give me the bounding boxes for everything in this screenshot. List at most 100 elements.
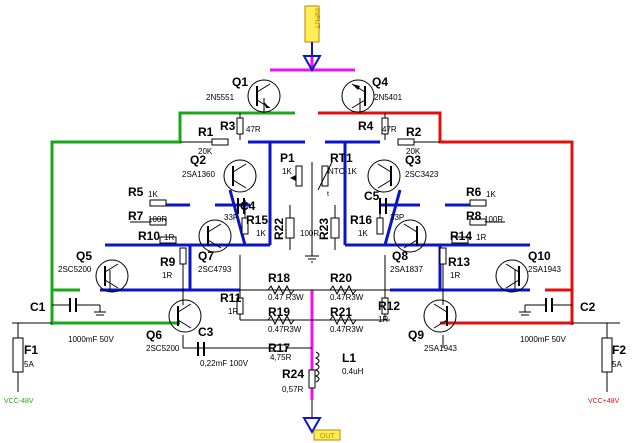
q7-part: 2SC4793 <box>198 265 232 274</box>
resistor-r6: R6 1K <box>466 185 496 207</box>
f1-value: 5A <box>24 360 34 369</box>
resistor-r3: R3 47R <box>220 117 261 135</box>
q4-part: 2N5401 <box>374 93 403 102</box>
c4-value: 33P <box>224 213 238 222</box>
q5-ref: Q5 <box>76 249 92 263</box>
output-port-label: OUT <box>320 433 336 440</box>
thermistor-rt1: RT1 NTC-1K t <box>317 151 358 198</box>
q9-part: 2SA1943 <box>424 344 457 353</box>
r17-ref: R17 <box>268 341 290 355</box>
r5-ref: R5 <box>128 185 144 199</box>
resistor-r13: R13 1R <box>439 247 470 290</box>
resistor-r10: R10 1R <box>138 229 177 244</box>
q1-part: 2N5551 <box>206 93 235 102</box>
r2-ref: R2 <box>406 125 422 139</box>
capacitor-c2: C2 1000mF 50V <box>519 298 596 344</box>
inductor-l1: L1 0.4uH <box>314 351 364 383</box>
r16-value: 1K <box>358 229 368 238</box>
r24-ref: R24 <box>282 367 304 381</box>
c1-value: 1000mF 50V <box>68 335 114 344</box>
r10-ref: R10 <box>138 229 160 243</box>
resistor-r15: R15 1K <box>241 213 268 238</box>
output-port: OUT <box>302 417 341 441</box>
input-port: INPUT <box>302 5 322 73</box>
resistor-r5: R5 1K <box>128 185 167 207</box>
transistor-q5: Q5 2SC5200 <box>58 249 129 293</box>
r15-value: 1K <box>256 229 266 238</box>
resistor-r2: R2 20K <box>397 125 422 156</box>
r3-ref: R3 <box>220 119 236 133</box>
c4-ref: C4 <box>240 199 256 213</box>
transistor-q9: Q9 2SA1943 <box>408 299 457 353</box>
r17-value: 4,75R <box>270 353 292 362</box>
r18-value: 0.47 R3W <box>268 293 304 302</box>
resistor-r22: R22 100R <box>272 217 319 240</box>
vcc-pos-label: VCC+48V <box>588 398 620 405</box>
r4-ref: R4 <box>358 119 374 133</box>
f2-ref: F2 <box>612 343 626 357</box>
resistor-r19: R19 0.47R3W <box>267 305 302 334</box>
r24-value: 0,57R <box>282 385 304 394</box>
r22-value: 100R <box>300 229 319 238</box>
p1-value: 1K <box>282 167 292 176</box>
resistor-r11: R11 1R <box>220 291 244 316</box>
l1-ref: L1 <box>342 351 356 365</box>
r2-value: 20K <box>406 147 421 156</box>
transistor-q4: Q4 2N5401 <box>341 75 403 113</box>
r4-value: 47R <box>382 125 397 134</box>
r18-ref: R18 <box>268 271 290 285</box>
l1-value: 0.4uH <box>342 367 364 376</box>
r19-ref: R19 <box>268 305 290 319</box>
r15-ref: R15 <box>246 213 268 227</box>
c5-value: 33P <box>390 213 404 222</box>
fuse-f2: F2 5A <box>601 337 626 373</box>
transistor-q2: Q2 2SA1360 <box>182 153 257 193</box>
r11-ref: R11 <box>220 291 242 305</box>
resistor-r23: R23 <box>317 217 340 240</box>
r9-value: 1R <box>162 271 172 280</box>
drive-wires <box>100 140 530 292</box>
r14-ref: R14 <box>450 229 472 243</box>
c2-value: 1000mF 50V <box>520 335 566 344</box>
q5-part: 2SC5200 <box>58 265 92 274</box>
c2-ref: C2 <box>580 300 596 314</box>
c3-ref: C3 <box>198 325 214 339</box>
r9-ref: R9 <box>160 255 176 269</box>
q8-ref: Q8 <box>392 249 408 263</box>
r1-ref: R1 <box>198 125 214 139</box>
q6-ref: Q6 <box>146 328 162 342</box>
r21-value: 0.47R3W <box>330 325 364 334</box>
fuse-f1: F1 5A <box>12 337 38 373</box>
capacitor-c3: C3 0,22mF 100V <box>197 325 249 368</box>
c3-value: 0,22mF 100V <box>200 359 249 368</box>
resistor-r7: R7 100R <box>128 209 167 226</box>
c1-ref: C1 <box>30 300 46 314</box>
r21-ref: R21 <box>330 305 352 319</box>
r13-value: 1R <box>450 271 460 280</box>
r1-value: 20K <box>198 147 213 156</box>
rt1-ref: RT1 <box>330 151 353 165</box>
q4-ref: Q4 <box>372 75 388 89</box>
resistor-r16: R16 1K <box>350 213 384 238</box>
resistor-r14: R14 1R <box>450 229 486 244</box>
resistor-r17: R17 4,75R <box>245 341 312 362</box>
q10-part: 2SA1943 <box>528 265 561 274</box>
q6-part: 2SC5200 <box>146 344 180 353</box>
thermal-symbol: t <box>327 191 329 198</box>
r11-value: 1R <box>228 307 238 316</box>
resistor-r18: R18 0.47 R3W <box>267 271 304 302</box>
resistor-r9: R9 1R <box>160 247 187 290</box>
r10-value: 1R <box>164 233 174 242</box>
r5-value: 1K <box>148 190 158 199</box>
q2-ref: Q2 <box>190 153 206 167</box>
r6-value: 1K <box>486 190 496 199</box>
q2-part: 2SA1360 <box>182 170 215 179</box>
c5-ref: C5 <box>364 189 380 203</box>
q9-ref: Q9 <box>408 328 424 342</box>
capacitor-c4: C4 33P <box>224 198 256 222</box>
vcc-neg-label: VCC-48V <box>4 398 34 405</box>
r6-ref: R6 <box>466 185 482 199</box>
input-port-label: INPUT <box>313 8 320 30</box>
transistor-q1: Q1 2N5551 <box>206 75 281 113</box>
